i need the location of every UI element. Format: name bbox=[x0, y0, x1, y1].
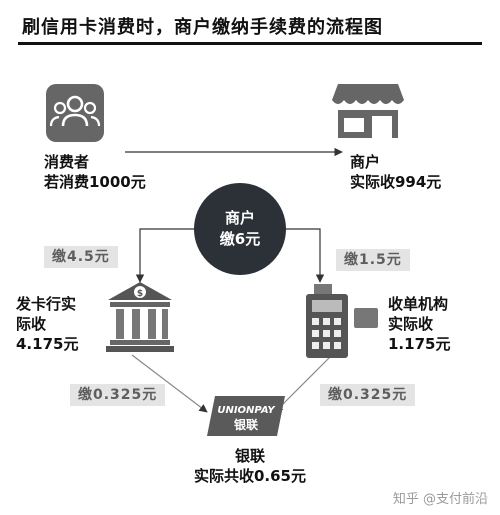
consumer-group-icon bbox=[46, 84, 104, 142]
unionpay-label-line1: 银联 bbox=[234, 447, 265, 465]
issuer-label-line3: 4.175元 bbox=[16, 335, 79, 353]
acquirer-label-line1: 收单机构 bbox=[388, 295, 449, 313]
acquirer-label-line2: 实际收 bbox=[388, 315, 434, 333]
arrow-acquirer-to-unionpay bbox=[274, 356, 331, 413]
merchant-shop-icon bbox=[332, 84, 404, 138]
issuer-fee-tag: 缴4.5元 bbox=[44, 246, 118, 268]
issuer-label: 发卡行实 际收 4.175元 bbox=[16, 294, 78, 354]
issuer-label-line1: 发卡行实 bbox=[16, 295, 77, 313]
acquirer-label-line3: 1.175元 bbox=[388, 335, 451, 353]
acquirer-fee-tag: 缴1.5元 bbox=[336, 249, 410, 271]
merchant-label-line1: 商户 bbox=[350, 153, 381, 171]
arrow-hub-to-acquirer bbox=[284, 228, 325, 283]
hub-line2: 缴6元 bbox=[219, 230, 261, 248]
issuer-to-unionpay-fee-tag: 缴0.325元 bbox=[70, 384, 166, 406]
acquirer-label: 收单机构 实际收 1.175元 bbox=[388, 294, 450, 354]
pos-terminal-icon bbox=[306, 284, 378, 358]
acquirer-to-unionpay-fee-tag: 缴0.325元 bbox=[320, 384, 416, 406]
arrow-issuer-to-unionpay bbox=[131, 354, 208, 413]
unionpay-logo-icon: UNIONPAY 银联 bbox=[207, 396, 285, 436]
merchant-label-line2: 实际收994元 bbox=[350, 173, 442, 191]
unionpay-label-line2: 实际共收0.65元 bbox=[193, 467, 306, 485]
unionpay-logo-cn: 银联 bbox=[234, 417, 258, 432]
unionpay-logo-text: UNIONPAY bbox=[217, 405, 276, 416]
issuer-label-line2: 际收 bbox=[16, 315, 47, 333]
bank-building-icon: $ bbox=[106, 282, 174, 352]
hub-line1: 商户 bbox=[224, 209, 255, 227]
consumer-label-line2: 若消费1000元 bbox=[44, 173, 146, 191]
unionpay-label: 银联 实际共收0.65元 bbox=[0, 446, 500, 486]
watermark: 知乎 @支付前沿 bbox=[392, 492, 488, 507]
svg-text:$: $ bbox=[137, 289, 143, 299]
merchant-label: 商户 实际收994元 bbox=[350, 152, 441, 192]
arrow-hub-to-issuer bbox=[135, 228, 196, 283]
consumer-label: 消费者 若消费1000元 bbox=[44, 152, 146, 192]
merchant-fee-hub: 商户 缴6元 bbox=[194, 183, 286, 275]
diagram-title: 刷信用卡消费时，商户缴纳手续费的流程图 bbox=[22, 17, 383, 38]
consumer-label-line1: 消费者 bbox=[44, 153, 90, 171]
title-underline bbox=[18, 42, 482, 45]
